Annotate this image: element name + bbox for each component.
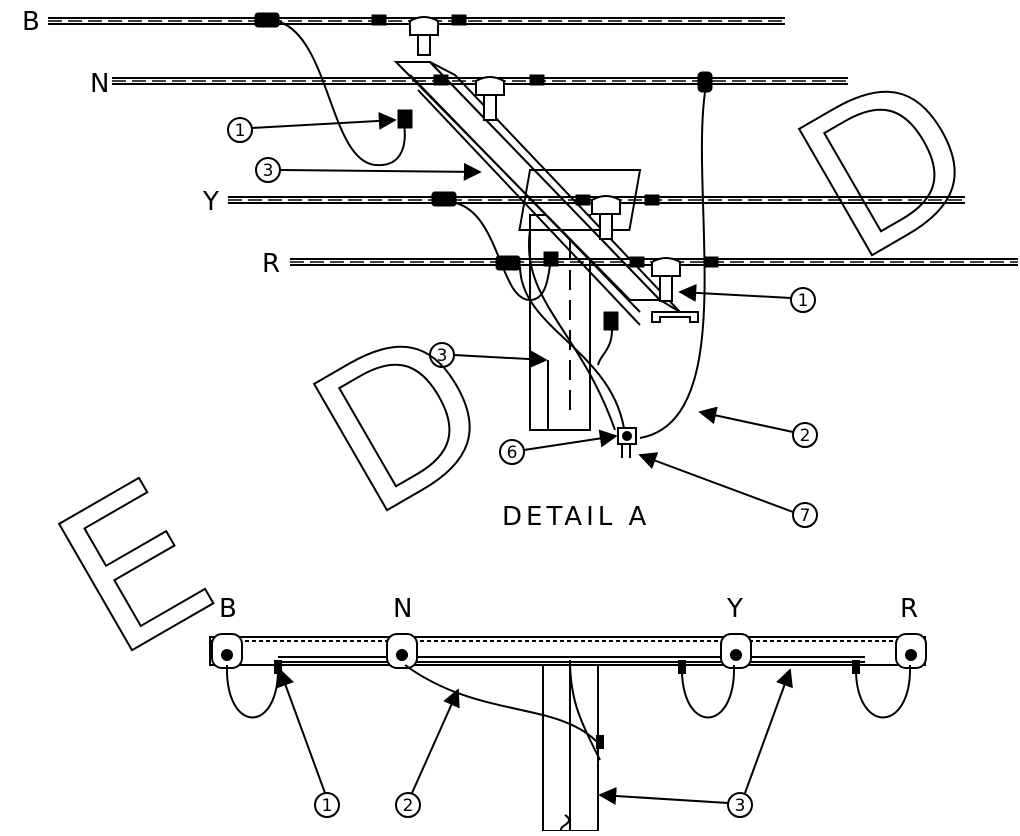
callout-1: 1 — [798, 291, 809, 311]
jumper-loops — [225, 659, 912, 761]
conductor-label-r: R — [262, 249, 280, 279]
conductor-label-n: N — [90, 69, 109, 99]
phase-label-r: R — [900, 594, 918, 624]
watermark-letter-d: D — [278, 283, 528, 562]
insulator — [211, 633, 243, 669]
phase-label-y: Y — [726, 594, 743, 624]
callout-1: 1 — [322, 796, 333, 816]
callout-3: 3 — [437, 346, 448, 366]
crossarm-elevation — [209, 636, 926, 666]
callout-1: 1 — [235, 121, 246, 141]
watermark: E D D — [22, 27, 1014, 703]
insulator — [895, 633, 927, 669]
mounting-bracket — [651, 311, 699, 323]
callout-3: 3 — [735, 796, 746, 816]
callout-7: 7 — [800, 506, 811, 526]
insulator — [720, 633, 752, 669]
phase-label-n: N — [393, 594, 412, 624]
elevation-view: B N Y R 1 2 3 — [209, 594, 927, 834]
callouts-bottom — [277, 668, 793, 818]
detail-a-view: B N Y R 1 3 1 3 2 6 7 DETAIL A — [22, 7, 1018, 532]
insulators-elevation — [211, 633, 927, 669]
callout-3: 3 — [263, 161, 274, 181]
pole-earth-connector — [617, 427, 637, 458]
detail-title: DETAIL A — [502, 502, 650, 532]
clamps-elevation — [274, 660, 860, 749]
conductor-label-b: B — [22, 7, 40, 37]
callouts-top — [227, 111, 818, 528]
insulator — [591, 195, 621, 240]
insulator — [386, 633, 418, 669]
pole-elevation — [542, 654, 599, 834]
phase-label-b: B — [219, 594, 237, 624]
insulator — [651, 257, 681, 302]
insulator — [475, 76, 505, 121]
callout-2: 2 — [403, 796, 414, 816]
callout-6: 6 — [507, 443, 518, 463]
insulator — [409, 16, 439, 56]
insulators — [409, 16, 681, 302]
jumper-cables — [279, 21, 706, 439]
conductor-label-y: Y — [202, 187, 219, 217]
callout-2: 2 — [800, 426, 811, 446]
